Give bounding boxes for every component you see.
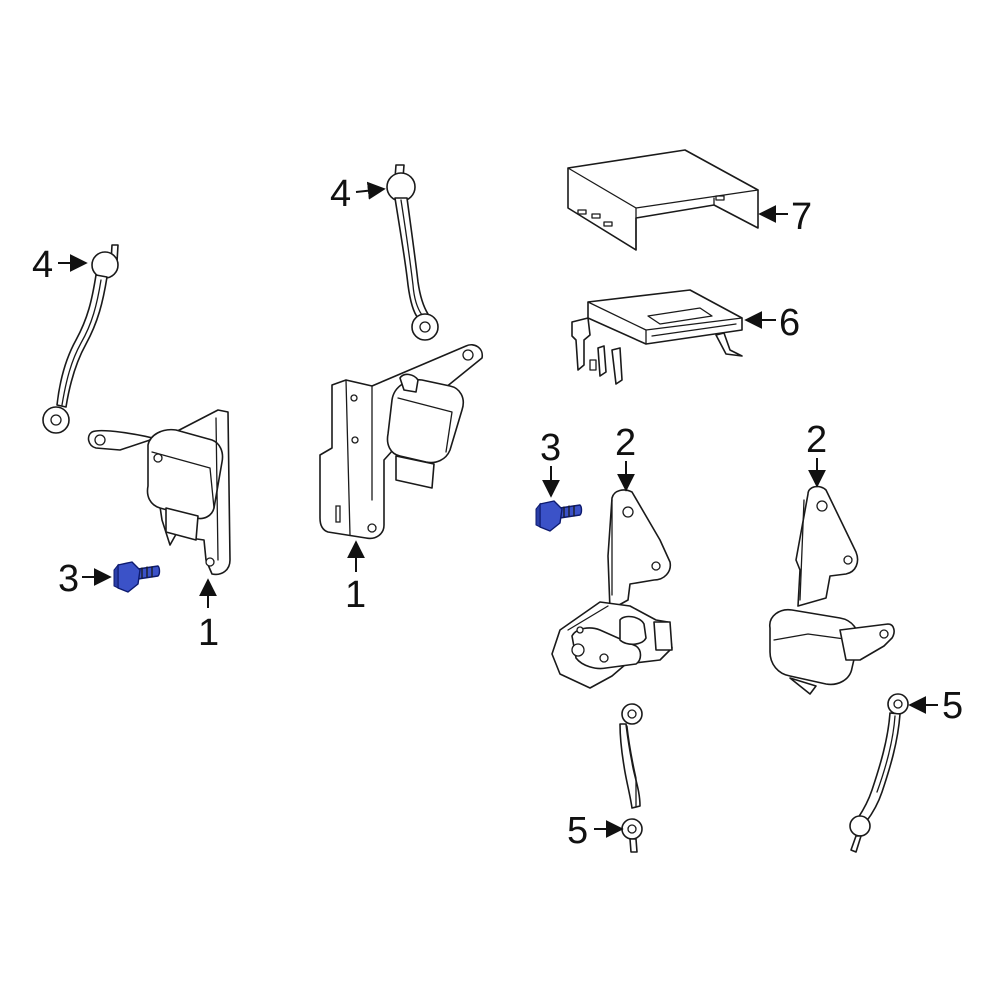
callout-5-right: 5 <box>942 685 963 727</box>
link-rod-bottom-right[interactable] <box>849 693 909 853</box>
link-rod-bottom-center[interactable] <box>619 703 643 853</box>
link-rod-center[interactable] <box>386 164 439 341</box>
leader-4b <box>355 181 386 200</box>
callout-3-center: 3 <box>540 427 561 469</box>
bolt-left[interactable] <box>113 561 161 593</box>
callout-5-center: 5 <box>567 810 588 852</box>
callout-1-center: 1 <box>345 574 366 616</box>
callout-2-right: 2 <box>806 419 827 461</box>
sensor-assembly-right-1[interactable] <box>551 489 673 689</box>
sensor-assembly-center[interactable] <box>319 343 484 540</box>
callout-7: 7 <box>791 196 812 238</box>
module-cover[interactable] <box>567 149 759 251</box>
callout-leaders <box>58 181 938 838</box>
callout-1-left: 1 <box>198 612 219 654</box>
callout-3-left: 3 <box>58 558 79 600</box>
callout-4-center: 4 <box>330 173 351 215</box>
callout-2-center: 2 <box>615 422 636 464</box>
callout-6: 6 <box>779 302 800 344</box>
bolt-center[interactable] <box>535 500 583 532</box>
callout-4-left: 4 <box>32 244 53 286</box>
control-module[interactable] <box>571 289 743 385</box>
callout-labels: 4 4 7 6 3 1 1 3 2 2 5 5 <box>32 173 963 852</box>
sensor-assembly-left[interactable] <box>87 409 231 576</box>
sensor-assembly-right-2[interactable] <box>769 485 895 695</box>
link-rod-left[interactable] <box>42 244 119 434</box>
